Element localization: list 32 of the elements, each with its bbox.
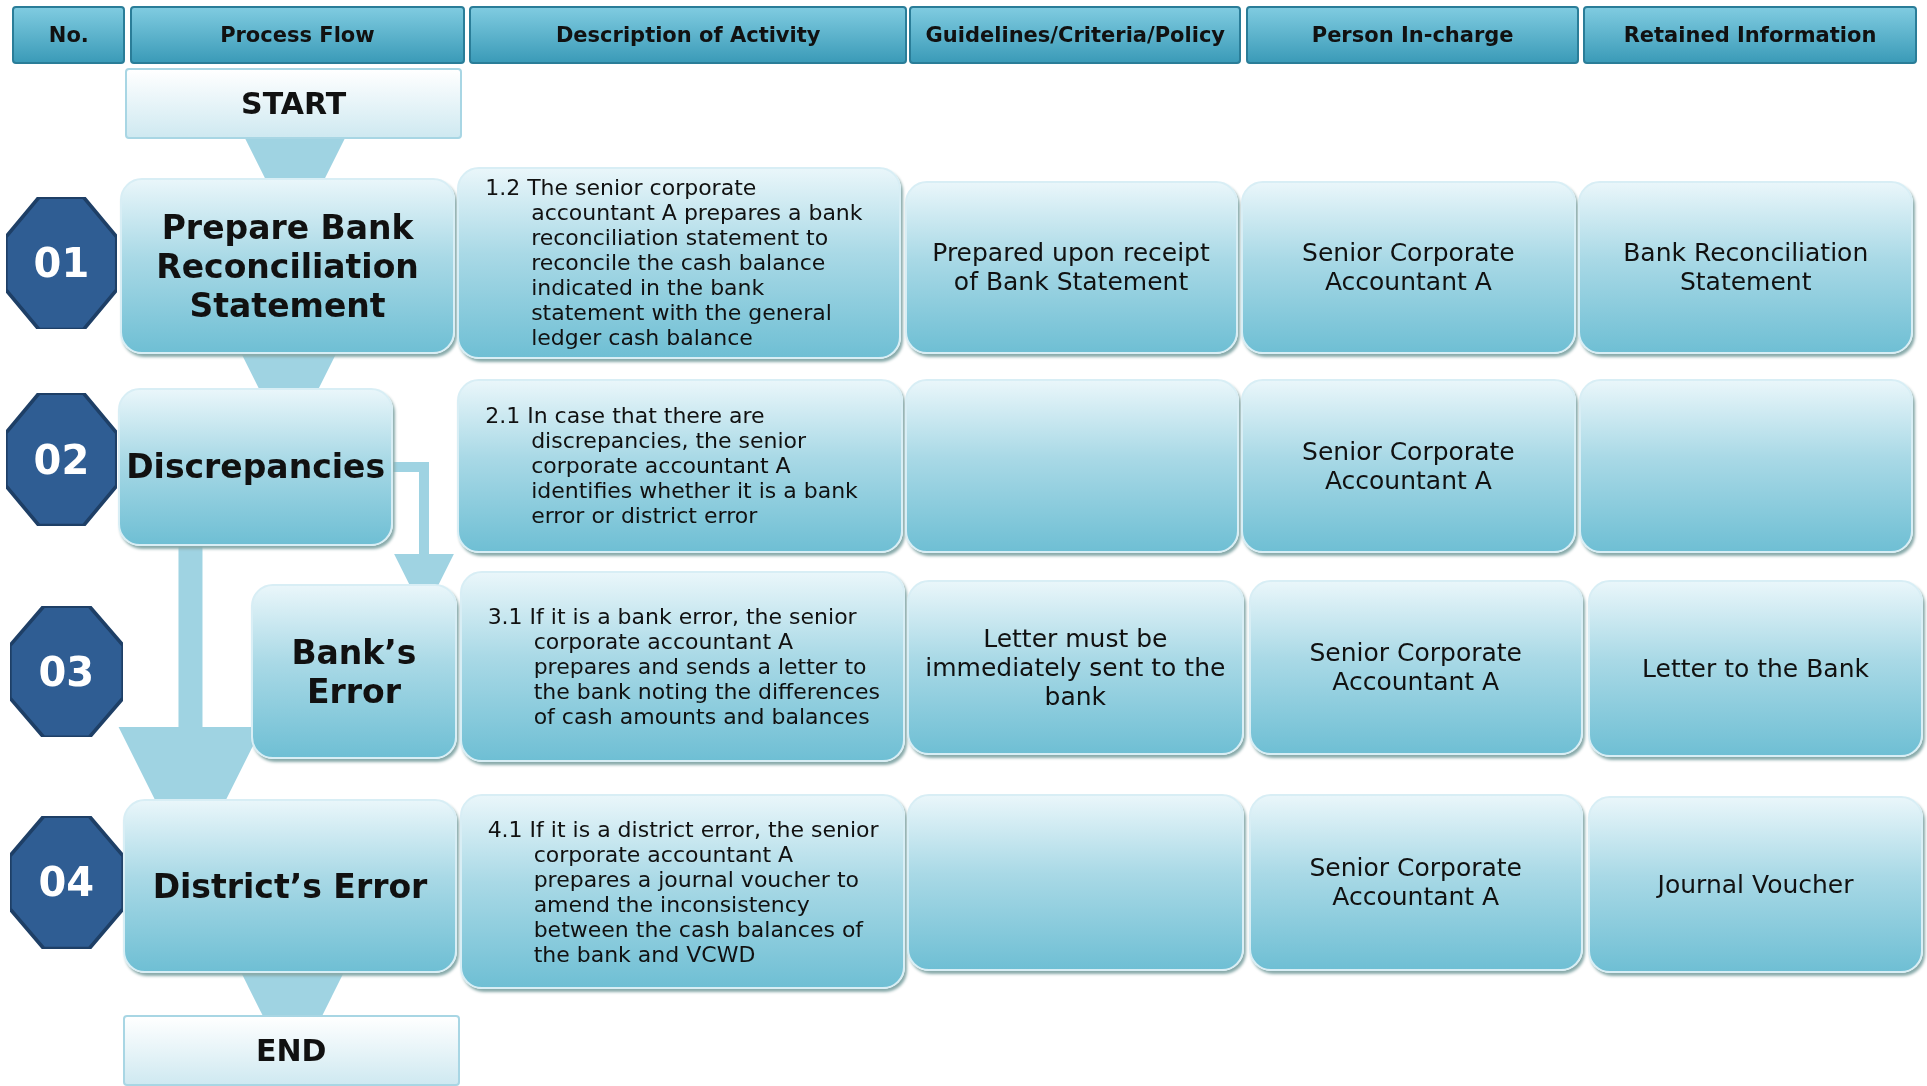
column-header: Retained Information: [1582, 6, 1918, 64]
step-number-octagon: 04: [9, 816, 123, 949]
person-cell: Senior Corporate Accountant A: [1241, 378, 1576, 553]
retained-info-cell: Journal Voucher: [1587, 796, 1924, 974]
description-cell: 1.2 The senior corporate accountant A prepares a bank reconciliation statement to reconcile the cash balance indicated in the bank statement with the general ledger cash balance: [457, 167, 901, 359]
step-number-octagon: 03: [9, 605, 123, 738]
column-header: Person In-charge: [1246, 6, 1580, 64]
process-box: Prepare Bank Reconciliation Statement: [120, 178, 455, 354]
retained-info-cell: Letter to the Bank: [1587, 580, 1924, 758]
decision-box: Discrepancies: [117, 388, 394, 546]
retained-info-cell: Bank Reconciliation Statement: [1577, 180, 1914, 354]
column-header: Description of Activity: [469, 6, 907, 64]
person-cell: Senior Corporate Accountant A: [1248, 580, 1583, 755]
description-cell: 3.1 If it is a bank error, the senior corporate accountant A prepares and sends a letter to the bank noting the differences of cash amounts and balances: [459, 571, 905, 762]
column-header: No.: [12, 6, 126, 64]
description-cell: 4.1 If it is a district error, the senior corporate accountant A prepares a journal voucher to amend the inconsistency between the cash balances of the bank and VCWD: [459, 793, 905, 990]
guideline-cell: Letter must be immediately sent to the bank: [906, 580, 1244, 755]
guideline-cell: [904, 378, 1239, 553]
person-cell: Senior Corporate Accountant A: [1241, 180, 1576, 354]
step-number-octagon: 02: [6, 393, 117, 526]
column-header: Guidelines/Criteria/Policy: [909, 6, 1242, 64]
guideline-cell: [906, 793, 1244, 971]
start-terminal: START: [125, 67, 463, 139]
description-cell: 2.1 In case that there are discrepancies, the senior corporate accountant A identifies whether it is a bank error or district error: [457, 378, 904, 553]
person-cell: Senior Corporate Accountant A: [1248, 793, 1583, 971]
process-box: District’s Error: [122, 798, 458, 974]
step-number-octagon: 01: [6, 196, 117, 330]
column-header: Process Flow: [130, 6, 465, 64]
process-box: Bank’s Error: [250, 583, 458, 760]
end-terminal: END: [122, 1015, 460, 1086]
guideline-cell: Prepared upon receipt of Bank Statement: [904, 180, 1238, 354]
retained-info-cell: [1579, 378, 1914, 553]
